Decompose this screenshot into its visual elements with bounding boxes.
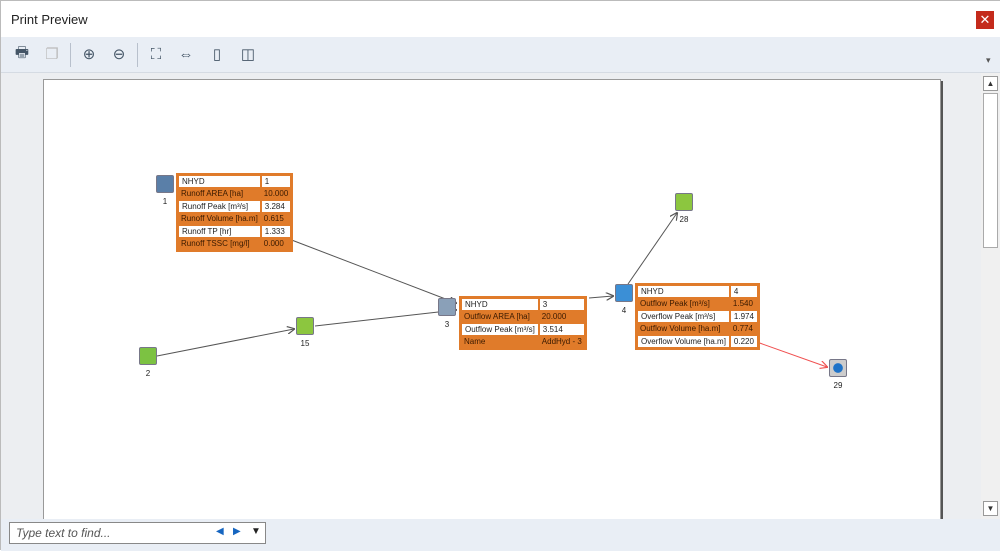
node-icon-29[interactable]	[829, 359, 847, 377]
print-icon[interactable]: 🖶	[14, 43, 30, 61]
cell: Name	[461, 335, 539, 348]
cell: 4	[729, 285, 758, 298]
node-icon-2[interactable]	[139, 347, 157, 365]
fit-page-icon[interactable]: ⛶	[150, 45, 162, 63]
cell: NHYD	[178, 175, 261, 188]
separator	[70, 43, 71, 67]
scroll-thumb[interactable]	[983, 93, 998, 248]
fit-width-icon[interactable]: ⇔	[178, 45, 194, 63]
node-icon-1[interactable]	[156, 175, 174, 193]
cell: 1.974	[729, 310, 758, 323]
cell: 0.774	[729, 322, 758, 335]
cell: Outflow Volume [ha.m]	[637, 322, 730, 335]
cell: Runoff Volume [ha.m]	[178, 212, 261, 225]
cell: Runoff TSSC [mg/l]	[178, 237, 261, 250]
cell: 10.000	[260, 187, 292, 200]
node-icon-28[interactable]	[675, 193, 693, 211]
copy-icon[interactable]: ❐	[45, 46, 59, 63]
node-label: 28	[679, 215, 689, 224]
zoom-in-icon[interactable]: ⊕	[82, 46, 96, 63]
cell: 1	[260, 175, 292, 188]
find-previous-button[interactable]: ◀	[216, 526, 224, 537]
scroll-down-button[interactable]: ▼	[983, 501, 998, 516]
node-label: 3	[444, 320, 450, 329]
node-label: 2	[145, 369, 151, 378]
node-icon-3[interactable]	[438, 298, 456, 316]
title-bar: Print Preview ✕	[1, 1, 1000, 37]
node-label: 29	[833, 381, 843, 390]
find-next-button[interactable]: ▶	[233, 526, 241, 537]
cell: 20.000	[538, 310, 585, 323]
toolbar-overflow-icon[interactable]: ▾	[986, 55, 991, 65]
cell: Runoff TP [hr]	[178, 225, 261, 238]
cell: 0.000	[260, 237, 292, 250]
node-label: 4	[621, 306, 627, 315]
cell: Outflow Peak [m³/s]	[461, 323, 539, 336]
two-pages-icon[interactable]: ◫	[240, 46, 256, 63]
find-bar: ◀ ▶ ▼	[1, 519, 1000, 551]
cell: Overflow Peak [m³/s]	[637, 310, 730, 323]
scroll-up-button[interactable]: ▲	[983, 76, 998, 91]
vertical-scrollbar[interactable]: ▲ ▼	[981, 73, 1000, 519]
zoom-out-icon[interactable]: ⊖	[112, 46, 126, 63]
find-options-button[interactable]: ▼	[251, 526, 261, 537]
find-box: ◀ ▶ ▼	[9, 522, 266, 544]
cell: NHYD	[637, 285, 730, 298]
cell: 3.284	[260, 200, 292, 213]
cell: Outflow AREA [ha]	[461, 310, 539, 323]
node-label: 1	[162, 197, 168, 206]
node-icon-4[interactable]	[615, 284, 633, 302]
cell: 1.540	[729, 297, 758, 310]
node-label: 15	[300, 339, 310, 348]
window-title: Print Preview	[11, 12, 88, 27]
cell: 3	[538, 298, 585, 311]
cell: Runoff Peak [m³/s]	[178, 200, 261, 213]
cell: 0.220	[729, 335, 758, 348]
cell: 1.333	[260, 225, 292, 238]
close-button[interactable]: ✕	[976, 11, 994, 29]
cell: NHYD	[461, 298, 539, 311]
find-input[interactable]	[10, 523, 200, 543]
cell: Outflow Peak [m³/s]	[637, 297, 730, 310]
toolbar: 🖶 ❐ ⊕ ⊖ ⛶ ⇔ ▯ ◫ ▾	[1, 37, 1000, 73]
cell: Overflow Volume [ha.m]	[637, 335, 730, 348]
cell: Runoff AREA [ha]	[178, 187, 261, 200]
cell: AddHyd - 3	[538, 335, 585, 348]
separator	[137, 43, 138, 67]
cell: 3.514	[538, 323, 585, 336]
single-page-icon[interactable]: ▯	[212, 46, 222, 63]
cell: 0.615	[260, 212, 292, 225]
node-icon-15[interactable]	[296, 317, 314, 335]
